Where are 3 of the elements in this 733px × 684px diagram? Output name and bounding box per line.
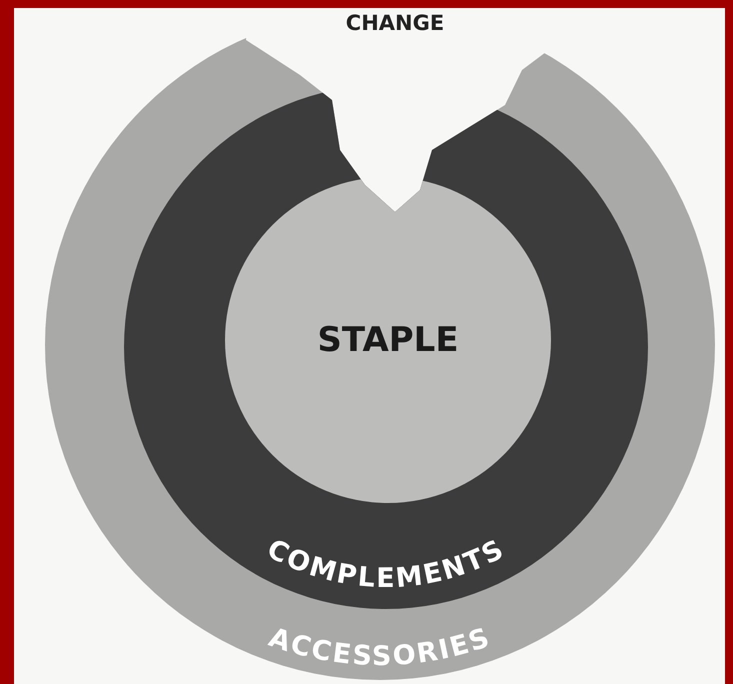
notch-label: CHANGE [344, 11, 446, 35]
ring-label: ACCESSORIES [265, 622, 495, 672]
circle-label: STAPLE [317, 320, 459, 360]
